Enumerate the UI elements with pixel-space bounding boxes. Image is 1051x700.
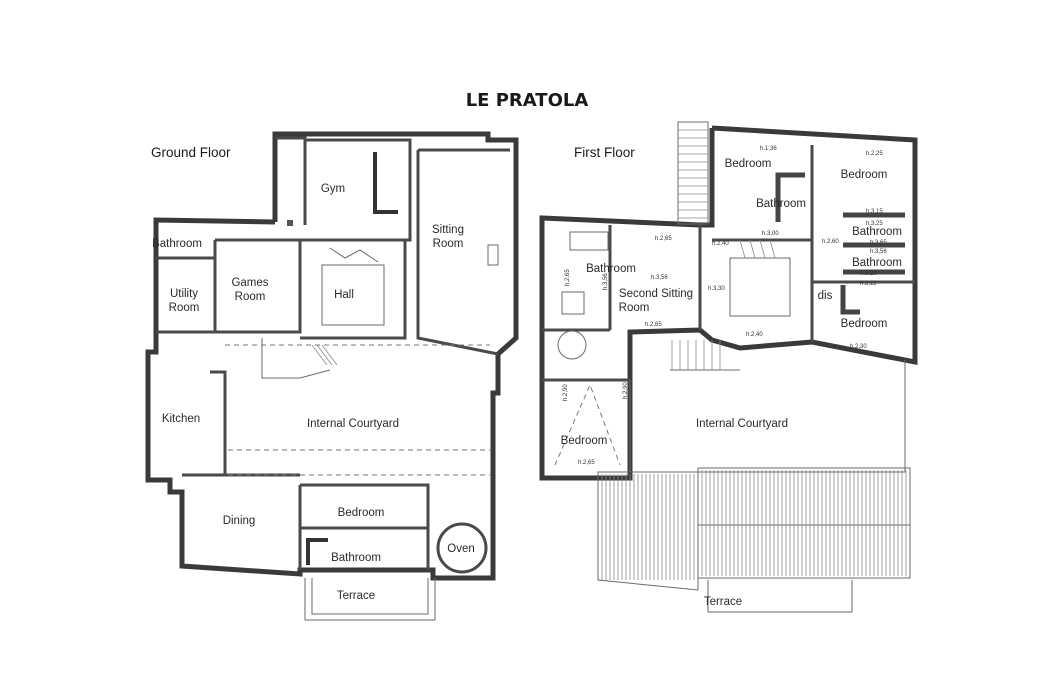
- first-bathroom-4-label: Bathroom: [586, 263, 636, 275]
- ground-bedroom-label: Bedroom: [338, 507, 385, 519]
- fireplace: [487, 244, 499, 266]
- dis-label: dis: [818, 290, 833, 302]
- ground-oven-label: Oven: [447, 543, 475, 555]
- roof-hatching: [597, 467, 911, 591]
- height-h356a: h.3,56: [870, 249, 887, 255]
- height-h230: h.2,30: [850, 344, 867, 350]
- first-bedroom-2-label: Bedroom: [841, 169, 888, 181]
- first-bathtub: [569, 231, 609, 251]
- height-h290b: h.2,90: [623, 382, 629, 399]
- height-h240: h.2,40: [712, 241, 729, 247]
- first-courtyard-outline: [629, 360, 906, 473]
- first-bathroom-1-label: Bathroom: [756, 198, 806, 210]
- height-h265b: h.2,65: [565, 269, 571, 286]
- height-h365: h.3,65: [870, 240, 887, 246]
- bedroom-block-wall: [300, 483, 430, 570]
- ground-sitting-label-2: Room: [433, 238, 464, 250]
- first-courtyard-label: Internal Courtyard: [696, 418, 788, 430]
- height-h315: h.3,15: [866, 209, 883, 215]
- ground-gym-label: Gym: [321, 183, 345, 195]
- height-h330: h.3,30: [708, 286, 725, 292]
- ground-utility-label-1: Utility: [170, 288, 198, 300]
- ground-terrace-inner: [311, 578, 429, 615]
- height-h240b: h.2,40: [746, 332, 763, 338]
- first-floor-plan: First Floor: [539, 121, 918, 613]
- first-sitting-label-1: Second Sitting: [619, 288, 693, 300]
- hall-wall: [300, 238, 407, 340]
- first-bedroom-4-label: Bedroom: [561, 435, 608, 447]
- utility-room-wall: [156, 258, 217, 334]
- ground-games-label-1: Games: [231, 277, 268, 289]
- ground-sitting-label-1: Sitting: [432, 224, 464, 236]
- height-h325: h.3,25: [866, 221, 883, 227]
- height-h320: h.3,20: [860, 271, 877, 277]
- ground-terrace-label: Terrace: [337, 590, 375, 602]
- ground-courtyard-label: Internal Courtyard: [307, 418, 399, 430]
- annex-marker: [287, 220, 293, 226]
- roof-right: [697, 467, 911, 579]
- height-h260: h.2,60: [822, 239, 839, 245]
- height-h356b: h.3,56: [603, 273, 609, 290]
- first-bathroom-2-label: Bathroom: [852, 226, 902, 238]
- ground-dining-label: Dining: [223, 515, 256, 527]
- hall-stairs: [329, 247, 379, 263]
- first-shaft: [561, 291, 585, 315]
- first-stair-well: [729, 257, 791, 317]
- first-courtyard-stairs: [671, 340, 721, 370]
- height-h136: h.1,36: [760, 146, 777, 152]
- courtyard-stair-steps: [311, 344, 338, 366]
- kitchen-wall: [210, 370, 227, 477]
- sitting-room-wall: [416, 150, 499, 356]
- first-terrace-outline: [707, 580, 853, 613]
- height-h265c: h.2,65: [645, 322, 662, 328]
- hall-stair-well: [321, 264, 385, 326]
- ground-floor-label: Ground Floor: [151, 145, 231, 160]
- ground-terrace-outline: [304, 578, 436, 621]
- height-h290a: h.2,90: [563, 384, 569, 401]
- oven-circle: [436, 522, 488, 574]
- bedroom-vault: [554, 383, 621, 466]
- roof-right-hatch: [701, 470, 907, 576]
- first-bedroom-1-label: Bedroom: [725, 158, 772, 170]
- height-h225: h.2,25: [866, 151, 883, 157]
- external-stair: [677, 121, 709, 225]
- ground-utility-label-2: Room: [169, 302, 200, 314]
- plan-title: LE PRATOLA: [466, 90, 589, 111]
- height-h312: h.3,12: [860, 281, 877, 287]
- bathroom-fixture: [306, 538, 328, 565]
- height-h265d: h.2,65: [578, 460, 595, 466]
- courtyard-stairs: [261, 338, 331, 379]
- first-bedroom-3-label: Bedroom: [841, 318, 888, 330]
- ground-floor-annex-wall: [275, 136, 307, 225]
- first-stair-steps: [739, 239, 776, 259]
- first-terrace-label: Terrace: [704, 596, 742, 608]
- ground-games-label-2: Room: [235, 291, 266, 303]
- ground-hall-label: Hall: [334, 289, 354, 301]
- first-sitting-label-2: Room: [619, 302, 650, 314]
- height-h265a: h.2,65: [655, 236, 672, 242]
- roof-left-hatch: [601, 474, 695, 580]
- ground-floor-plan: Ground Floor: [145, 131, 519, 621]
- first-bath-fixture-1: [775, 172, 805, 222]
- ground-bathroom-2-label: Bathroom: [331, 552, 381, 564]
- ground-floor-outer-wall: [145, 131, 519, 581]
- roof-left: [597, 471, 699, 591]
- gym-fixture: [373, 152, 398, 214]
- first-bath-fixture-5: [840, 285, 860, 315]
- height-h300: h.3,00: [762, 231, 779, 237]
- first-bathroom-3-label: Bathroom: [852, 257, 902, 269]
- spiral-stair: [557, 330, 587, 360]
- first-floor-outer-wall: [539, 125, 918, 481]
- external-stair-steps: [678, 129, 708, 219]
- ground-kitchen-label: Kitchen: [162, 413, 200, 425]
- first-floor-label: First Floor: [574, 145, 635, 160]
- ground-bathroom-label: Bathroom: [152, 238, 202, 250]
- height-h356c: h.3,56: [651, 275, 668, 281]
